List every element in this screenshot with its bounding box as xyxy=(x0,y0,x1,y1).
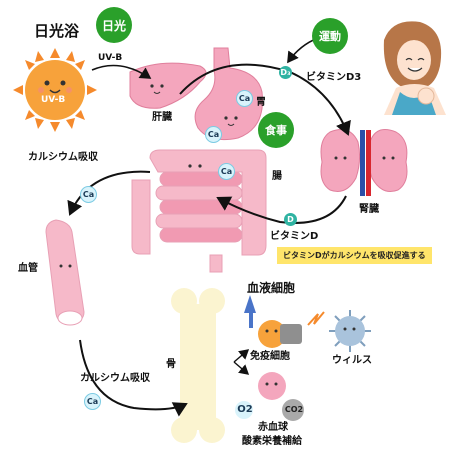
bone-label: 骨 xyxy=(166,359,176,370)
absorption-note: ビタミンDがカルシウムを吸収促進する xyxy=(277,247,432,264)
sun-illustration xyxy=(13,48,97,132)
kidney-label: 腎臓 xyxy=(359,204,379,215)
blood-cells-title: 血液細胞 xyxy=(247,281,296,295)
stomach-label: 胃 xyxy=(256,97,266,108)
virus-illustration xyxy=(329,310,371,352)
o2-label: O2 xyxy=(237,404,253,415)
kidney-to-intestine-arrow xyxy=(216,195,347,224)
uvb-arrow xyxy=(91,64,152,79)
stomach-illustration xyxy=(194,47,263,141)
calcium-absorption-bottom-label: カルシウム吸収 xyxy=(80,373,150,384)
vessel-to-bone-arrow xyxy=(79,339,188,417)
d-badge: D xyxy=(284,213,297,226)
immune-cell-illustration xyxy=(244,295,325,348)
ca-badge-absorption: Ca xyxy=(80,186,97,203)
exercising-woman-illustration xyxy=(383,21,446,115)
exercise-badge: 運動 xyxy=(312,18,348,54)
virus-label: ウィルス xyxy=(332,355,372,366)
co2-label: CO2 xyxy=(284,405,304,414)
blood-vessel-illustration xyxy=(45,219,85,326)
ca-badge-bone: Ca xyxy=(84,393,101,410)
uvb-sun-label: UV-B xyxy=(41,95,66,105)
ca-badge-stomach-1: Ca xyxy=(236,90,253,107)
sunlight-badge: 日光 xyxy=(96,7,132,43)
blood-vessel-label: 血管 xyxy=(18,263,38,274)
vitamin-d3-label: ビタミンD3 xyxy=(306,72,362,83)
ca-badge-stomach-2: Ca xyxy=(205,126,222,143)
kidney-illustration xyxy=(320,129,408,196)
d3-badge: D₃ xyxy=(279,66,292,79)
meal-badge: 食事 xyxy=(258,112,294,148)
intestine-illustration xyxy=(131,149,267,273)
red-blood-cell-illustration xyxy=(235,372,304,421)
immune-cell-label: 免疫細胞 xyxy=(250,351,290,362)
intestine-label: 腸 xyxy=(272,171,282,182)
vitamin-d-label: ビタミンD xyxy=(270,231,319,242)
intestine-to-vessel-arrow xyxy=(67,170,151,216)
bone-illustration xyxy=(171,288,225,443)
liver-illustration xyxy=(129,62,207,109)
ca-badge-intestine: Ca xyxy=(218,163,235,180)
red-blood-cell-label: 赤血球 xyxy=(258,422,288,433)
oxygen-nutrition-label: 酸素栄養補給 xyxy=(242,436,302,447)
uvb-arrow-label: UV-B xyxy=(98,53,123,63)
calcium-absorption-top-label: カルシウム吸収 xyxy=(28,152,98,163)
liver-label: 肝臓 xyxy=(152,112,172,123)
bone-to-cells-arrows xyxy=(233,349,250,375)
sunbath-title: 日光浴 xyxy=(34,22,80,40)
